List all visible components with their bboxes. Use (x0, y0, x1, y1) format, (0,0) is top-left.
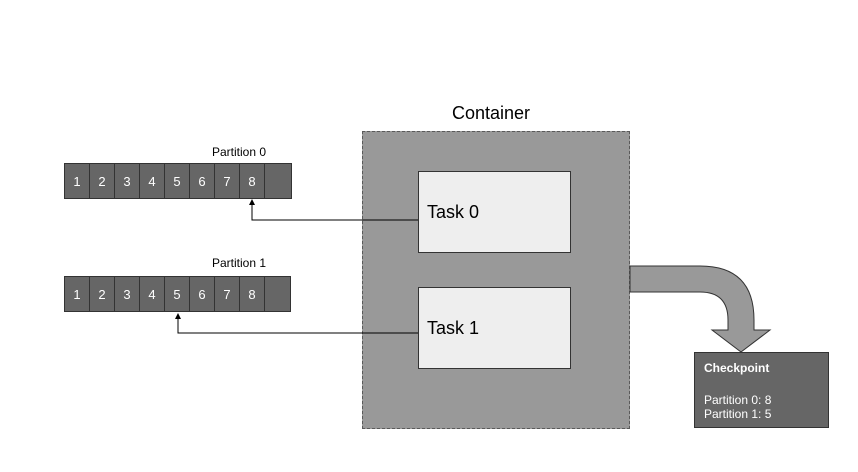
task-1-box: Task 1 (418, 287, 571, 369)
offset-cell: 5 (165, 277, 190, 311)
offset-cell: 1 (65, 277, 90, 311)
checkpoint-title: Checkpoint (704, 361, 770, 375)
offset-cell: 4 (140, 164, 165, 198)
offset-cell: 2 (90, 277, 115, 311)
offset-cell (265, 164, 291, 198)
offset-cell: 8 (240, 164, 265, 198)
partition-1-strip: 1 2 3 4 5 6 7 8 (64, 276, 291, 312)
offset-cell: 1 (65, 164, 90, 198)
partition-0-label: Partition 0 (212, 145, 267, 159)
offset-cell: 2 (90, 164, 115, 198)
checkpoint-line: Partition 1: 5 (704, 407, 772, 421)
task-0-box: Task 0 (418, 171, 571, 253)
offset-cell: 6 (190, 164, 215, 198)
checkpoint-box: Checkpoint Partition 0: 8 Partition 1: 5 (694, 352, 829, 428)
offset-cell (265, 277, 290, 311)
task-1-label: Task 1 (427, 317, 480, 338)
offset-cell: 6 (190, 277, 215, 311)
offset-cell: 8 (240, 277, 265, 311)
task-0-label: Task 0 (427, 201, 480, 222)
offset-cell: 4 (140, 277, 165, 311)
checkpoint-line: Partition 0: 8 (704, 393, 772, 407)
offset-cell: 7 (215, 164, 240, 198)
offset-cell: 5 (165, 164, 190, 198)
offset-cell: 7 (215, 277, 240, 311)
offset-cell: 3 (115, 277, 140, 311)
partition-0-strip: 1 2 3 4 5 6 7 8 (64, 163, 292, 199)
offset-cell: 3 (115, 164, 140, 198)
partition-1-label: Partition 1 (212, 256, 267, 270)
checkpoint-arrow (629, 265, 772, 353)
container-title: Container (452, 103, 531, 123)
